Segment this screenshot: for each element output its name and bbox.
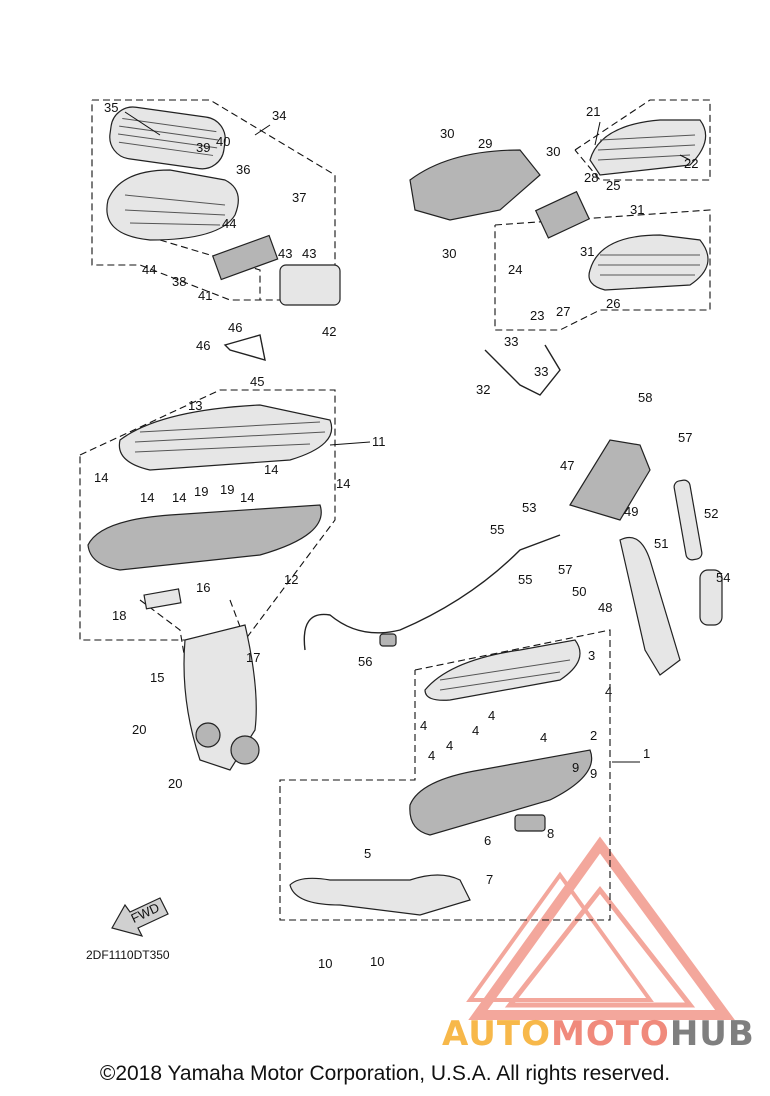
callout-14b: 14	[140, 490, 154, 505]
watermark-logo	[466, 836, 735, 1020]
callout-11: 11	[372, 434, 386, 449]
group-11	[79, 389, 336, 771]
callout-29: 29	[478, 136, 492, 151]
callout-49: 49	[624, 504, 638, 519]
callout-8: 8	[547, 826, 554, 841]
group-1	[279, 629, 611, 921]
callout-4d: 4	[472, 723, 479, 738]
callout-9a: 9	[572, 760, 579, 775]
callout-43b: 43	[302, 246, 316, 261]
callout-26: 26	[606, 296, 620, 311]
callout-45: 45	[250, 374, 264, 389]
callout-24: 24	[508, 262, 522, 277]
callout-46b: 46	[196, 338, 210, 353]
callout-5: 5	[364, 846, 371, 861]
callout-48: 48	[598, 600, 612, 615]
callout-35: 35	[104, 100, 118, 115]
callout-55b: 55	[518, 572, 532, 587]
callout-2: 2	[590, 728, 597, 743]
callout-30b: 30	[546, 144, 560, 159]
callout-51: 51	[654, 536, 668, 551]
callout-18: 18	[112, 608, 126, 623]
callout-17: 17	[246, 650, 260, 665]
callout-14e: 14	[264, 462, 278, 477]
callout-19b: 19	[220, 482, 234, 497]
callout-6: 6	[484, 833, 491, 848]
callout-28: 28	[584, 170, 598, 185]
callout-4g: 4	[428, 748, 435, 763]
callout-53: 53	[522, 500, 536, 515]
callout-20b: 20	[168, 776, 182, 791]
callout-12: 12	[284, 572, 298, 587]
callout-4a: 4	[605, 684, 612, 699]
callout-55a: 55	[490, 522, 504, 537]
callout-56: 56	[358, 654, 372, 669]
group-34	[91, 99, 341, 361]
leader-lines	[124, 111, 691, 763]
callout-40: 40	[216, 134, 230, 149]
callout-33a: 33	[504, 334, 518, 349]
callout-14c: 14	[172, 490, 186, 505]
callout-4b: 4	[488, 708, 495, 723]
callout-7: 7	[486, 872, 493, 887]
callout-42: 42	[322, 324, 336, 339]
watermark-part-3: HUB	[669, 1014, 755, 1054]
callout-4c: 4	[420, 718, 427, 733]
callout-10a: 10	[318, 956, 332, 971]
callout-38: 38	[172, 274, 186, 289]
callout-10b: 10	[370, 954, 384, 969]
callout-32: 32	[476, 382, 490, 397]
callout-1: 1	[643, 746, 650, 761]
callout-30a: 30	[440, 126, 454, 141]
callout-54: 54	[716, 570, 730, 585]
copyright-notice: ©2018 Yamaha Motor Corporation, U.S.A. A…	[99, 1062, 671, 1085]
callout-21: 21	[586, 104, 600, 119]
callout-57a: 57	[678, 430, 692, 445]
callout-20a: 20	[132, 722, 146, 737]
callout-13: 13	[188, 398, 202, 413]
callout-27: 27	[556, 304, 570, 319]
side-stand-group	[303, 439, 723, 676]
callout-31a: 31	[630, 202, 644, 217]
callout-14f: 14	[336, 476, 350, 491]
callout-9b: 9	[590, 766, 597, 781]
callout-33b: 33	[534, 364, 548, 379]
callout-52: 52	[704, 506, 718, 521]
callout-16: 16	[196, 580, 210, 595]
callout-43a: 43	[278, 246, 292, 261]
watermark-part-2: MOTO	[550, 1014, 670, 1054]
callout-44b: 44	[142, 262, 156, 277]
callout-50: 50	[572, 584, 586, 599]
group-21	[409, 99, 711, 396]
callout-47: 47	[560, 458, 574, 473]
callout-57b: 57	[558, 562, 572, 577]
callout-41: 41	[198, 288, 212, 303]
watermark-part-1: AUTO	[442, 1014, 551, 1054]
fwd-arrow-icon: FWD	[111, 897, 169, 937]
callout-labels: 1 2 3 4 4 4 4 4 4 4 5 6 7 8 9 9 10 10 11…	[94, 100, 730, 971]
callout-3: 3	[588, 648, 595, 663]
callout-37: 37	[292, 190, 306, 205]
callout-22: 22	[684, 156, 698, 171]
callout-36: 36	[236, 162, 250, 177]
callout-46a: 46	[228, 320, 242, 335]
callout-31b: 31	[580, 244, 594, 259]
callout-19a: 19	[194, 484, 208, 499]
callout-15: 15	[150, 670, 164, 685]
callout-14a: 14	[94, 470, 108, 485]
callout-14d: 14	[240, 490, 254, 505]
callout-39: 39	[196, 140, 210, 155]
callout-4f: 4	[446, 738, 453, 753]
callout-34: 34	[272, 108, 286, 123]
callout-4e: 4	[540, 730, 547, 745]
callout-44a: 44	[222, 216, 236, 231]
callout-30c: 30	[442, 246, 456, 261]
callout-25: 25	[606, 178, 620, 193]
watermark-text: AUTOMOTOHUB	[442, 1014, 755, 1054]
drawing-code: 2DF1110DT350	[86, 948, 170, 962]
callout-58: 58	[638, 390, 652, 405]
callout-23: 23	[530, 308, 544, 323]
